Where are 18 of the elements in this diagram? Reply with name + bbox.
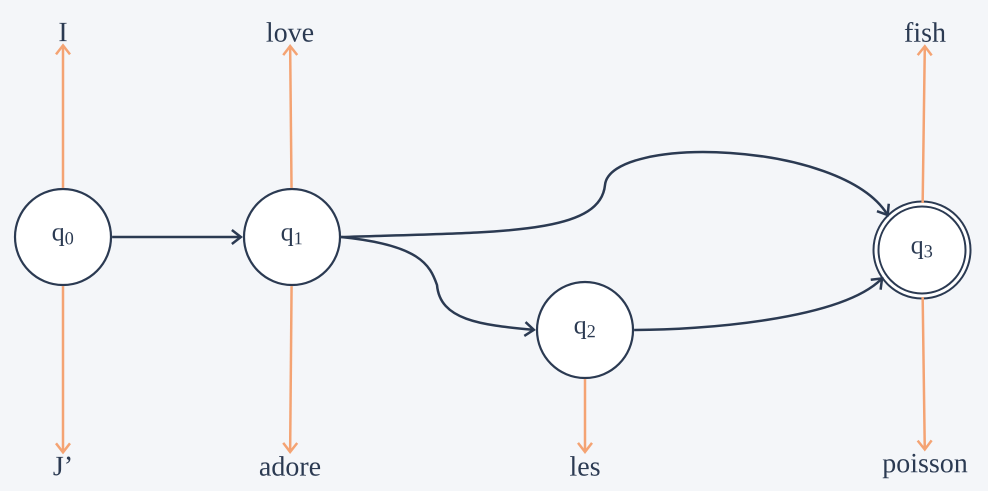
- output-arrow: [577, 379, 593, 454]
- word-label: adore: [260, 456, 320, 476]
- word-label: J’: [53, 456, 70, 476]
- word-label: I: [59, 22, 67, 42]
- transition-arrow: [634, 276, 884, 332]
- word-label: les: [570, 456, 600, 476]
- output-arrow: [916, 296, 933, 452]
- word-label: fish: [904, 22, 946, 42]
- transition-arrow: [341, 150, 890, 238]
- transition-arrow: [112, 229, 243, 245]
- output-arrow: [282, 286, 298, 454]
- transition-arrow: [340, 236, 536, 338]
- word-label: poisson: [882, 454, 968, 478]
- output-arrow: [55, 43, 71, 188]
- output-arrow: [282, 44, 298, 188]
- output-arrow: [55, 286, 71, 454]
- word-label: love: [266, 22, 314, 42]
- output-arrow: [916, 44, 933, 204]
